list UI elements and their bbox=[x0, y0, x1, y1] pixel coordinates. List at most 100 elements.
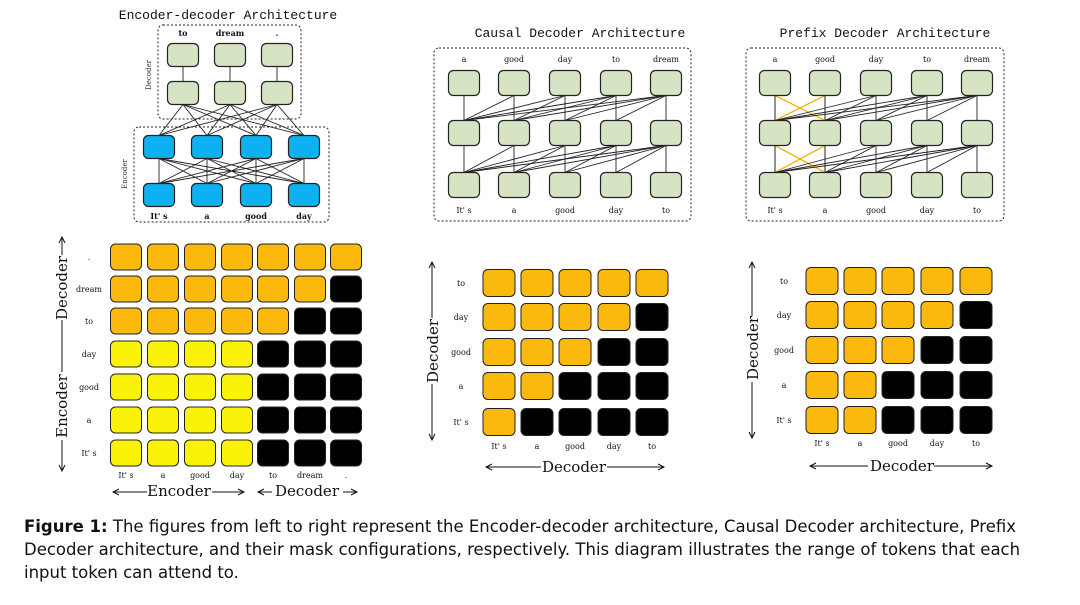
decoder-node bbox=[758, 119, 792, 147]
mask1-cell bbox=[330, 243, 362, 271]
enc-dec-cross-edge bbox=[158, 104, 231, 136]
decoder-output-token: good bbox=[815, 55, 835, 64]
enc-dec-cross-edge bbox=[255, 104, 278, 136]
mask1-row-label: It' s bbox=[81, 449, 96, 458]
mask1-row-label: to bbox=[85, 317, 93, 326]
mask3-bottom-axis-arrow bbox=[808, 462, 817, 470]
enc-dec-decoder-node bbox=[213, 42, 247, 68]
enc-dec-encoder-node bbox=[239, 182, 273, 208]
decoder-node bbox=[548, 69, 582, 97]
enc-dec-encoder-node bbox=[239, 134, 273, 160]
mask3-left-axis-arrow bbox=[748, 260, 756, 269]
mask2-bottom-axis-arrow bbox=[484, 463, 493, 471]
mask1-cell bbox=[330, 406, 362, 434]
mask3-cell bbox=[805, 371, 839, 399]
enc-dec-encoder-edge bbox=[255, 158, 305, 184]
decoder-edge bbox=[875, 95, 978, 121]
mask1-cell bbox=[184, 373, 216, 401]
decoder-output-token: dream bbox=[653, 55, 679, 64]
enc-dec-encoder-node bbox=[190, 134, 224, 160]
decoder-node bbox=[497, 69, 531, 97]
mask1-cell bbox=[184, 243, 216, 271]
mask3-row-label: good bbox=[774, 346, 794, 355]
mask3-col-label: day bbox=[930, 439, 945, 448]
mask1-cell bbox=[221, 243, 253, 271]
mask2-col-label: It' s bbox=[491, 442, 506, 451]
decoder-node bbox=[758, 69, 792, 97]
decoder-node bbox=[599, 69, 633, 97]
decoder-edge bbox=[463, 145, 515, 173]
mask3-row-label: It' s bbox=[776, 416, 791, 425]
mask1-cell bbox=[257, 406, 289, 434]
enc-dec-encoder-box bbox=[133, 126, 330, 223]
mask2-cell bbox=[482, 372, 516, 400]
mask2-left-axis-arrow bbox=[428, 433, 436, 442]
mask1-bottom-group-encoder: Encoder bbox=[147, 482, 212, 500]
mask1-cell bbox=[294, 340, 326, 368]
decoder-output-token: day bbox=[558, 55, 573, 64]
mask2-row-label: to bbox=[457, 279, 465, 288]
mask1-col-label: a bbox=[161, 471, 166, 480]
mask2-cell bbox=[635, 338, 669, 366]
decoder-edge bbox=[824, 95, 978, 121]
mask3-row-label: a bbox=[782, 381, 787, 390]
decoder-node bbox=[859, 119, 893, 147]
mask2-left-axis-arrow bbox=[428, 260, 436, 269]
mask2-cell bbox=[520, 303, 554, 331]
enc-dec-input-token: day bbox=[296, 211, 312, 221]
mask1-row-label: a bbox=[87, 416, 92, 425]
decoder-output-token: good bbox=[504, 55, 524, 64]
mask2-cell bbox=[597, 338, 631, 366]
enc-dec-decoder-node bbox=[166, 42, 200, 68]
decoder-input-token: day bbox=[609, 206, 624, 215]
mask1-cell bbox=[330, 307, 362, 335]
mask1-cell bbox=[294, 307, 326, 335]
decoder-output-token: day bbox=[869, 55, 884, 64]
mask1-cell bbox=[184, 406, 216, 434]
decoder-node bbox=[649, 119, 683, 147]
mask1-bottom-axis-arrow bbox=[256, 488, 265, 496]
decoder-node bbox=[497, 171, 531, 199]
mask1-cell bbox=[147, 307, 179, 335]
mask1-cell bbox=[294, 243, 326, 271]
decoder-input-token: a bbox=[823, 206, 828, 215]
decoder-edge bbox=[774, 145, 877, 173]
mask2-cell bbox=[520, 269, 554, 297]
decoder-input-token: good bbox=[866, 206, 886, 215]
decoder-node bbox=[447, 69, 481, 97]
mask2-cell bbox=[597, 372, 631, 400]
mask2-col-label: a bbox=[535, 442, 540, 451]
mask3-row-label: to bbox=[780, 277, 788, 286]
mask1-cell bbox=[330, 373, 362, 401]
enc-dec-decoder-node bbox=[213, 80, 247, 106]
mask3-cell bbox=[959, 267, 993, 295]
mask1-row-label: . bbox=[88, 253, 91, 262]
mask2-row-label: It' s bbox=[453, 418, 468, 427]
mask3-cell bbox=[881, 301, 915, 329]
mask1-cell bbox=[110, 275, 142, 303]
mask3-col-label: It' s bbox=[814, 439, 829, 448]
enc-dec-cross-edge bbox=[206, 104, 278, 136]
mask3-cell bbox=[959, 301, 993, 329]
mask1-cell bbox=[147, 275, 179, 303]
mask2-col-label: to bbox=[648, 442, 656, 451]
enc-dec-input-token: a bbox=[204, 211, 209, 221]
decoder-output-token: to bbox=[923, 55, 931, 64]
mask1-cell bbox=[110, 439, 142, 467]
enc-dec-encoder-edge bbox=[158, 158, 305, 184]
mask3-cell bbox=[881, 267, 915, 295]
mask3-cell bbox=[843, 336, 877, 364]
mask2-cell bbox=[520, 408, 554, 436]
mask1-cell bbox=[184, 439, 216, 467]
mask1-cell bbox=[330, 275, 362, 303]
enc-dec-output-token: . bbox=[276, 28, 279, 38]
mask1-cell bbox=[110, 340, 142, 368]
mask2-row-label: a bbox=[459, 382, 464, 391]
decoder-edge bbox=[774, 95, 978, 121]
mask1-cell bbox=[147, 340, 179, 368]
enc-dec-encoder-edge bbox=[206, 158, 305, 184]
enc-dec-encoder-node bbox=[142, 182, 176, 208]
decoder-node bbox=[910, 171, 944, 199]
